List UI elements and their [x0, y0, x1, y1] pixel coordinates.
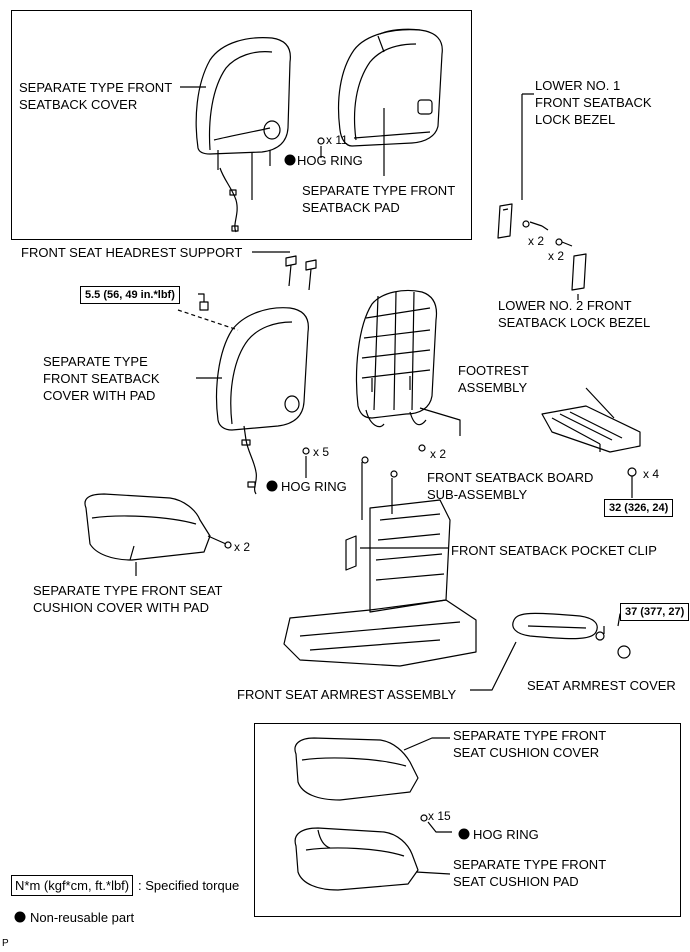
label-sep-cushion-pad: SEPARATE TYPE FRONT SEAT CUSHION PAD	[453, 857, 607, 889]
label-pocket-clip: FRONT SEATBACK POCKET CLIP	[451, 543, 657, 558]
bezel-1-part	[497, 203, 513, 239]
label-sep-cover-with-pad: SEPARATE TYPE FRONT SEATBACK COVER WITH …	[43, 354, 160, 403]
label-armrest-assembly: FRONT SEAT ARMREST ASSEMBLY	[237, 687, 457, 702]
label-armrest-cover: SEAT ARMREST COVER	[527, 678, 676, 693]
legend-torque-desc: : Specified torque	[138, 878, 240, 893]
label-hog-ring-2: HOG RING	[281, 479, 347, 494]
seatback-cover-part	[195, 37, 291, 233]
label-hog-ring-3: HOG RING	[473, 827, 539, 842]
label-hog-ring-1: HOG RING	[297, 153, 363, 168]
legend-non-reusable: Non-reusable part	[30, 910, 135, 925]
bezel1-qty: x 2	[528, 234, 545, 248]
hog-ring-qty-3: x 15	[428, 809, 451, 823]
torque-value-2: 32 (326, 24)	[609, 502, 669, 514]
headrest-support-part	[285, 255, 317, 291]
seatback-cover-with-pad-part	[215, 307, 309, 495]
label-lower-no2-bezel: LOWER NO. 2 FRONT SEATBACK LOCK BEZEL	[498, 298, 651, 330]
hog-ring-qty-1: x 11	[326, 133, 348, 147]
cushion-pad-part	[294, 827, 419, 891]
label-footrest-assembly: FOOTREST ASSEMBLY	[458, 363, 529, 395]
cushion-cover-with-pad-part	[84, 493, 211, 561]
hog-ring-bullet-3	[458, 828, 470, 840]
legend-torque-unit: N*m (kgf*cm, ft.*lbf)	[11, 875, 134, 896]
label-sep-front-seatback-pad: SEPARATE TYPE FRONT SEATBACK PAD	[302, 183, 456, 215]
label-headrest-support: FRONT SEAT HEADREST SUPPORT	[21, 245, 243, 260]
seatback-pad-part	[337, 28, 443, 147]
hog-ring-bullet-1	[284, 154, 296, 166]
label-lower-no1-bezel: LOWER NO. 1 FRONT SEATBACK LOCK BEZEL	[535, 78, 652, 127]
non-reusable-bullet	[14, 911, 26, 923]
footrest-part	[541, 405, 641, 453]
corner-code: P	[2, 938, 9, 949]
cushion-qty: x 2	[234, 540, 251, 554]
board-qty: x 2	[430, 447, 447, 461]
lower-cushion-frame	[254, 723, 681, 917]
label-board-sub-assembly: FRONT SEATBACK BOARD SUB-ASSEMBLY	[427, 470, 594, 502]
label-sep-front-seatback-cover: SEPARATE TYPE FRONT SEATBACK COVER	[19, 80, 173, 112]
seatback-board-part	[355, 289, 438, 428]
label-cushion-cover-with-pad: SEPARATE TYPE FRONT SEAT CUSHION COVER W…	[33, 583, 223, 615]
footrest-qty: x 4	[643, 467, 660, 481]
seat-frame-assembly-part	[283, 462, 477, 667]
hog-ring-qty-2: x 5	[313, 445, 330, 459]
torque-box-2: 32 (326, 24)	[604, 499, 674, 517]
cushion-cover-part	[294, 737, 419, 801]
torque-box-3: 37 (377, 27)	[620, 603, 690, 621]
bezel2-qty: x 2	[548, 249, 565, 263]
torque-box-1: 5.5 (56, 49 in.*lbf)	[80, 286, 180, 304]
upper-seatback-frame	[11, 10, 472, 240]
torque-value-1: 5.5 (56, 49 in.*lbf)	[85, 289, 175, 301]
label-sep-cushion-cover: SEPARATE TYPE FRONT SEAT CUSHION COVER	[453, 728, 607, 760]
armrest-part	[512, 612, 598, 640]
torque-value-3: 37 (377, 27)	[625, 606, 685, 618]
bezel-2-part	[571, 253, 587, 291]
hog-ring-bullet-2	[266, 480, 278, 492]
